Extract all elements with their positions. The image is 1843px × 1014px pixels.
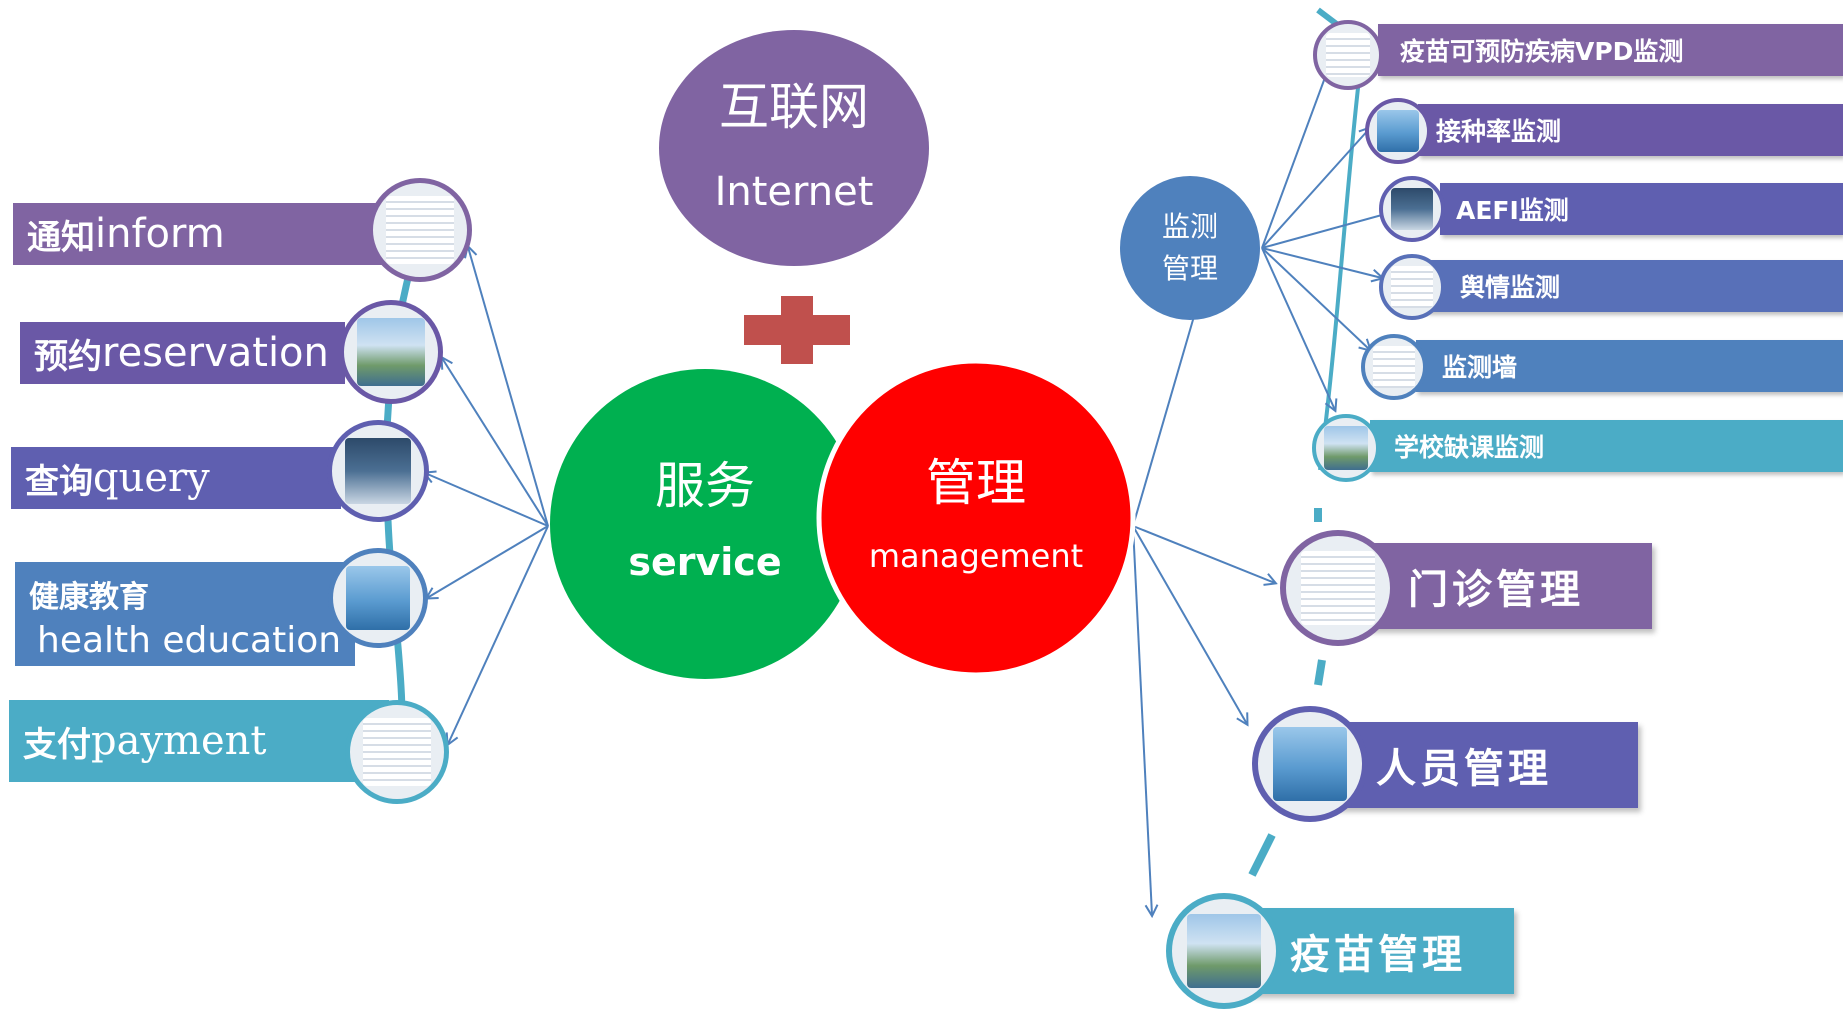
left-item-label-zh: 预约 xyxy=(34,336,102,377)
aefi-thumbnail xyxy=(1379,176,1445,242)
right-connector-dash-2 xyxy=(1314,659,1326,686)
right-connector-dash-3 xyxy=(1248,833,1276,877)
management-item-label: 疫苗管理 xyxy=(1290,932,1466,978)
left-item-label-zh: 健康教育 xyxy=(29,579,149,615)
monitor-arrows xyxy=(1261,64,1400,410)
public-opinion-thumbnail xyxy=(1379,254,1445,320)
left-item-label-en: inform xyxy=(95,211,225,257)
monitor-item-school-absence[interactable]: 学校缺课监测 xyxy=(1370,420,1843,472)
monitor-item-label: 监测墙 xyxy=(1442,353,1518,382)
clinic-thumbnail xyxy=(1280,530,1396,646)
service-label-zh: 服务 xyxy=(655,457,755,515)
internet-circle xyxy=(659,30,929,266)
monitor-item-label: 接种率监测 xyxy=(1436,117,1562,146)
management-item-label: 人员管理 xyxy=(1376,746,1552,792)
reservation-thumbnail xyxy=(339,300,443,404)
inform-thumbnail xyxy=(368,178,472,282)
right-connector-monitor xyxy=(1318,69,1362,471)
monitor-item-label: 舆情监测 xyxy=(1460,273,1561,302)
vaccine-thumbnail xyxy=(1166,893,1282,1009)
left-item-health-education[interactable]: 健康教育 health education xyxy=(15,562,355,666)
plus-icon xyxy=(744,296,850,364)
monitor-node-line1: 监测 xyxy=(1162,210,1218,243)
left-item-label-zh: 支付 xyxy=(23,724,91,765)
service-circle xyxy=(550,369,860,679)
left-item-label-en: query xyxy=(93,455,210,501)
service-label-en: service xyxy=(628,540,781,584)
monitor-item-label: 疫苗可预防疾病VPD监测 xyxy=(1400,37,1684,66)
management-label-en: management xyxy=(869,537,1083,575)
left-item-label-en: health education xyxy=(37,619,342,661)
internet-label-en: Internet xyxy=(715,169,874,215)
management-circle xyxy=(816,358,1136,678)
monitor-node-line2: 管理 xyxy=(1162,252,1218,285)
monitor-item-label: AEFI监测 xyxy=(1456,196,1569,225)
vpd-thumbnail xyxy=(1313,20,1383,90)
staff-thumbnail xyxy=(1252,706,1368,822)
monitor-item-aefi[interactable]: AEFI监测 xyxy=(1440,183,1843,235)
coverage-thumbnail xyxy=(1365,98,1431,164)
left-arrows xyxy=(425,247,549,744)
monitor-node xyxy=(1120,176,1260,320)
monitor-item-public-opinion[interactable]: 舆情监测 xyxy=(1426,260,1843,312)
left-item-label-zh: 通知 xyxy=(27,217,95,258)
health-education-thumbnail xyxy=(328,548,428,648)
left-item-label-zh: 查询 xyxy=(25,461,93,502)
management-arrows xyxy=(1132,306,1275,915)
left-item-label-en: reservation xyxy=(102,330,329,376)
monitor-item-wall[interactable]: 监测墙 xyxy=(1416,340,1843,392)
left-item-label-en: payment xyxy=(91,718,267,764)
query-thumbnail xyxy=(327,420,429,522)
monitor-item-coverage[interactable]: 接种率监测 xyxy=(1418,104,1843,156)
management-label-zh: 管理 xyxy=(926,454,1026,512)
school-absence-thumbnail xyxy=(1312,414,1380,482)
payment-thumbnail xyxy=(345,700,449,804)
management-item-label: 门诊管理 xyxy=(1408,567,1584,613)
monitor-item-vpd[interactable]: 疫苗可预防疾病VPD监测 xyxy=(1378,24,1843,76)
internet-label-zh: 互联网 xyxy=(719,78,869,136)
monitor-item-label: 学校缺课监测 xyxy=(1394,433,1545,462)
monitor-wall-thumbnail xyxy=(1361,334,1427,400)
